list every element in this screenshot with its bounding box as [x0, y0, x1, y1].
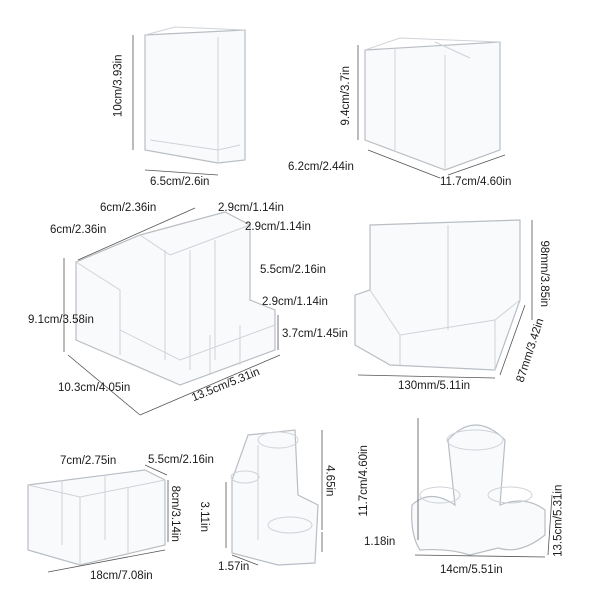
- three-slot-rectangular-holder-image: [27, 464, 169, 573]
- slot-depth-label: 2.9cm/1.14in: [245, 221, 311, 233]
- top-width-label: 6cm/2.36in: [100, 202, 157, 214]
- depth-label: 5.5cm/2.16in: [148, 454, 214, 466]
- depth-label: 6.2cm/2.44in: [288, 161, 354, 173]
- slot-width-label: 2.9cm/1.14in: [218, 202, 284, 214]
- height-label: 10cm/3.93in: [112, 54, 125, 118]
- height-label: 9.4cm/3.7in: [339, 66, 352, 126]
- height-label: 8cm/3.14in: [168, 485, 181, 542]
- height-label: 98mm/3.85in: [537, 240, 550, 307]
- depth-label: 10.3cm/4.05in: [58, 382, 131, 394]
- base-width-label: 1.57in: [218, 561, 250, 573]
- short-height-label: 1.18in: [364, 536, 396, 548]
- multi-compartment-organizer-image: [63, 207, 281, 416]
- mid-height-label: 5.5cm/2.16in: [260, 264, 326, 276]
- height-label: 9.1cm/3.58in: [28, 314, 94, 326]
- round-three-cup-holder-image: [411, 418, 553, 558]
- mid-height-label: 3.11in: [197, 501, 210, 532]
- hexagon-three-tube-holder-image: [225, 429, 323, 566]
- single-square-holder-image: [132, 26, 246, 176]
- slot-width-label: 7cm/2.75in: [60, 455, 117, 467]
- tall-height-label: 4.65in: [323, 465, 336, 497]
- two-cup-tray-holder-image: [354, 219, 533, 379]
- top-depth-label: 6cm/2.36in: [50, 224, 107, 236]
- width-label: 130mm/5.11in: [398, 380, 471, 392]
- width-label: 11.7cm/4.60in: [440, 176, 512, 188]
- width-label: 18cm/7.08in: [90, 570, 153, 582]
- front-height-label: 3.7cm/1.45in: [282, 328, 348, 340]
- width-label: 14cm/5.51in: [440, 564, 503, 576]
- depth-label: 13.5cm/5.31in: [552, 484, 565, 557]
- height-label: 11.7cm/4.60in: [357, 445, 370, 517]
- front-depth-label: 2.9cm/1.14in: [262, 296, 328, 308]
- double-compartment-holder-image: [357, 37, 506, 179]
- width-label: 6.5cm/2.6in: [150, 176, 210, 188]
